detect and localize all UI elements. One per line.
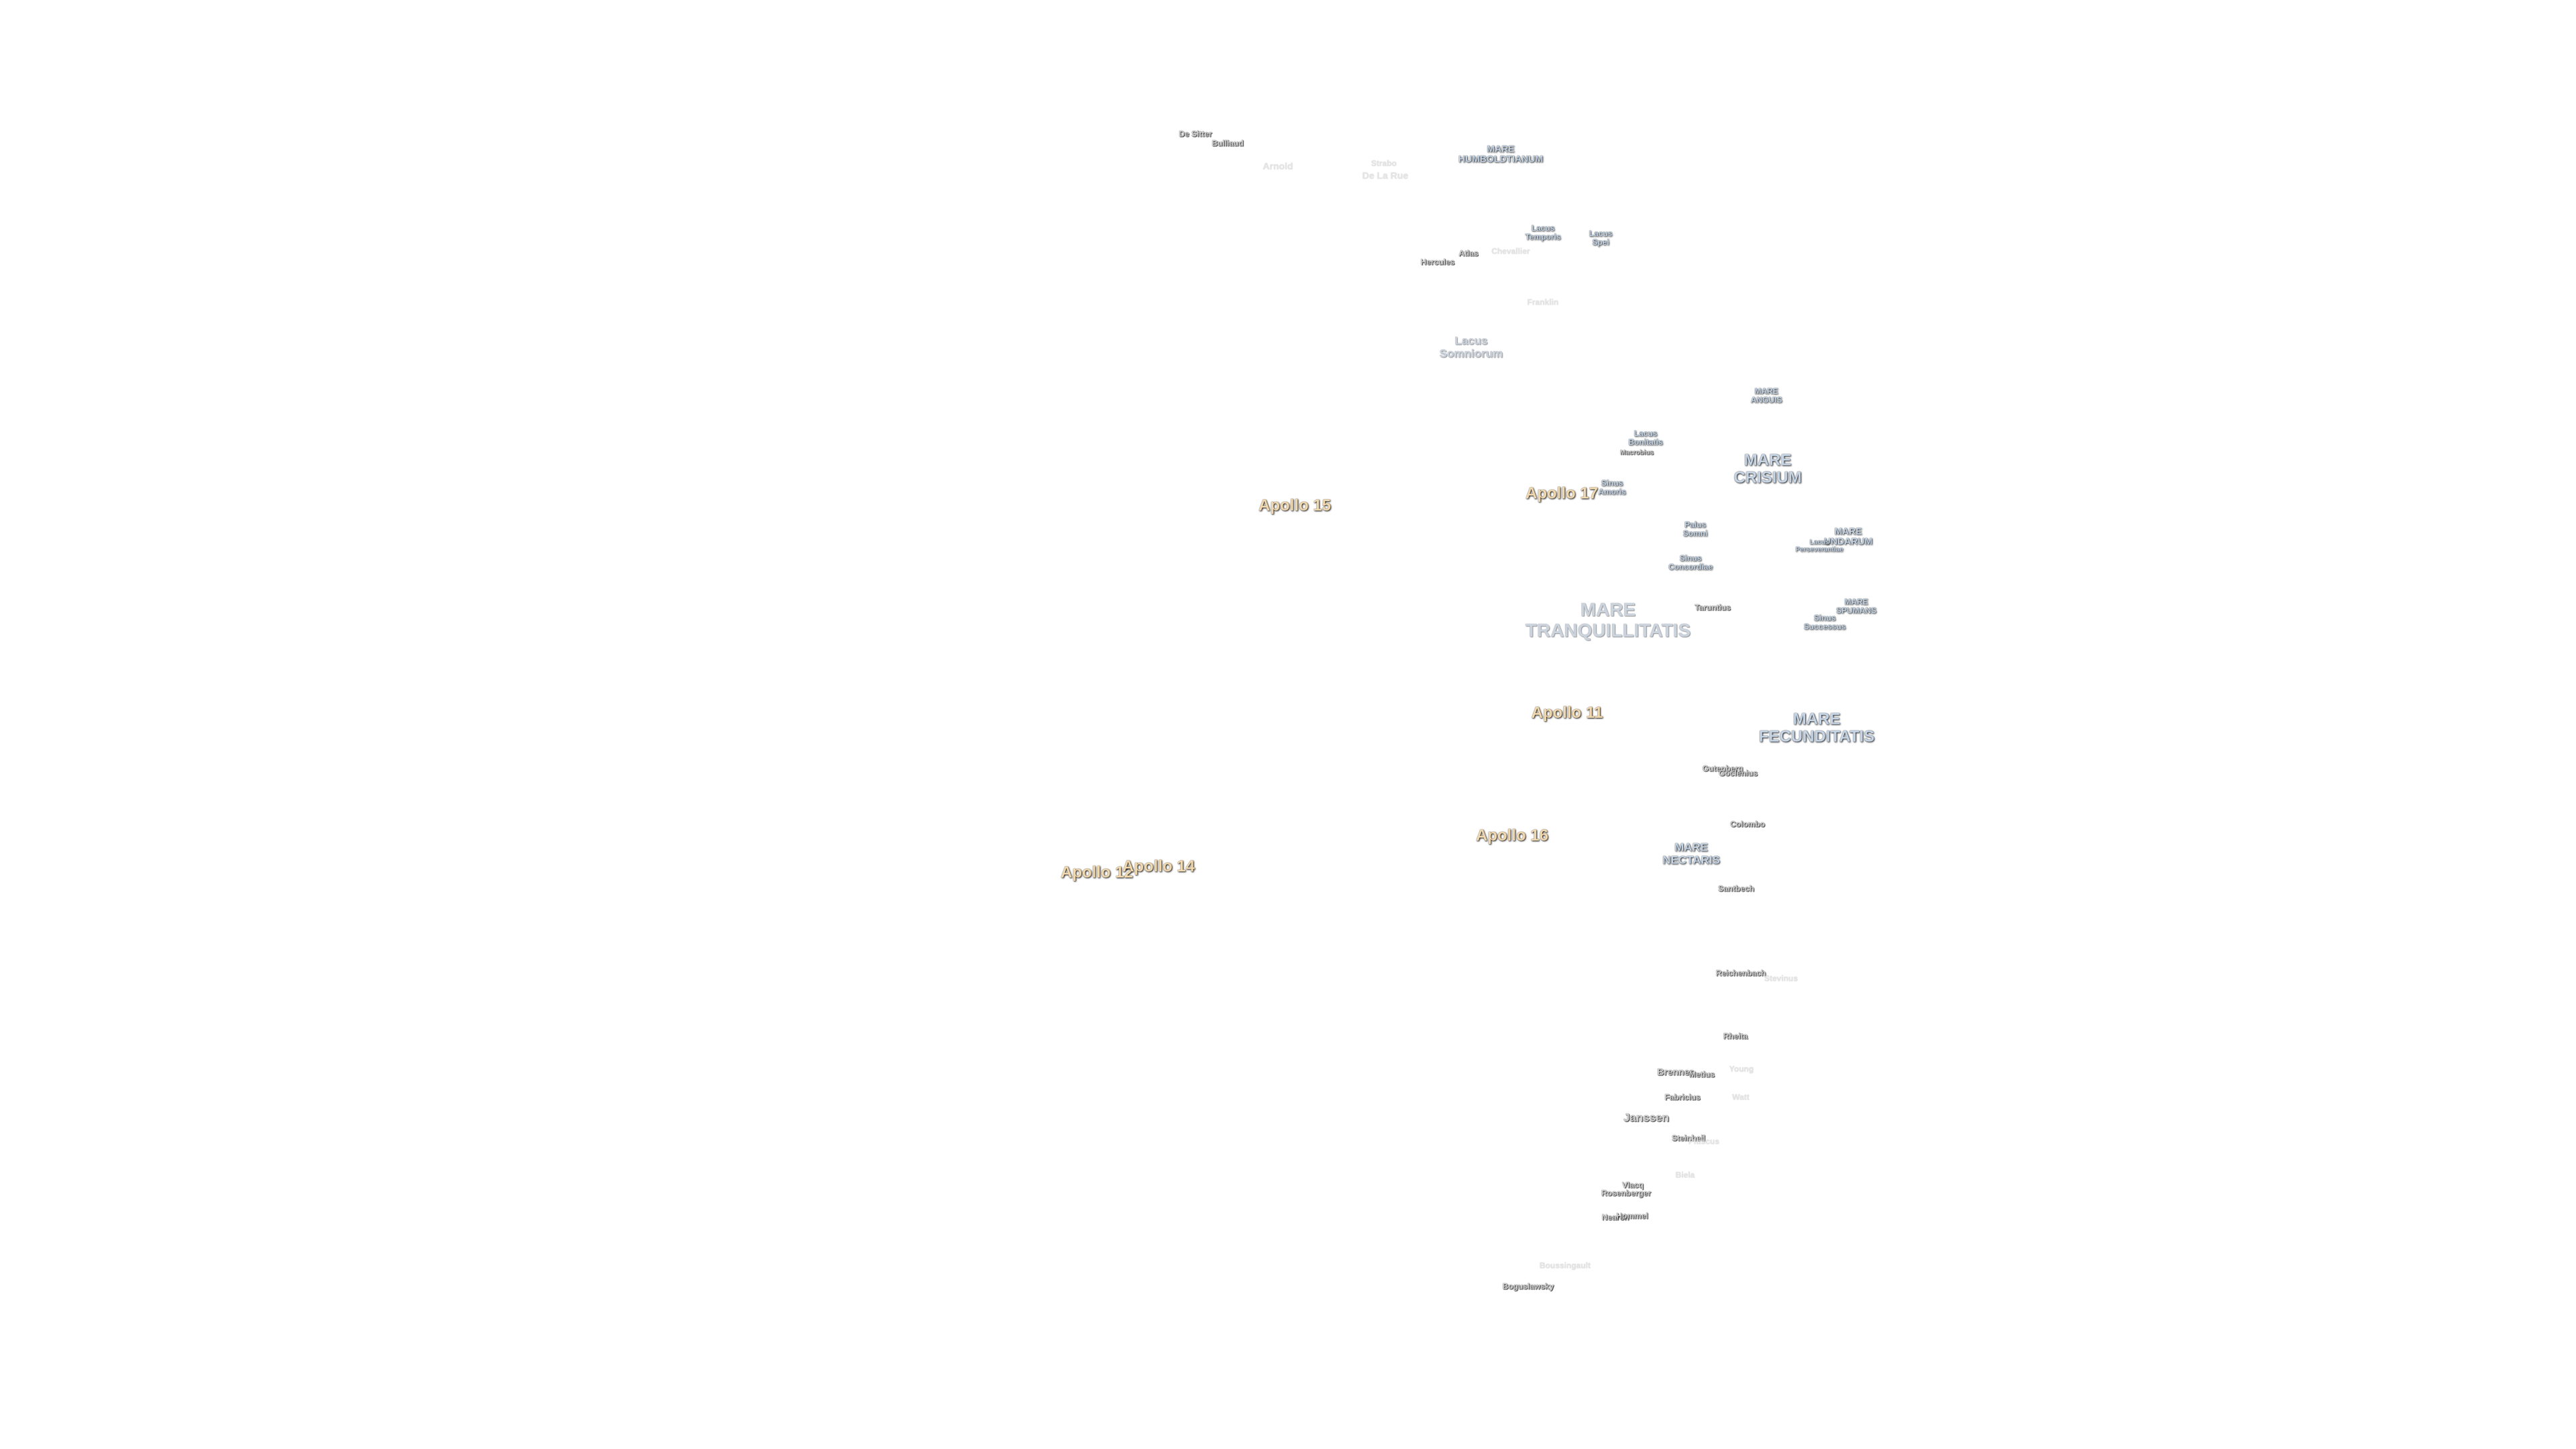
crater-young[interactable]: Young — [1729, 1064, 1754, 1074]
apollo-17-site[interactable]: Apollo 17 — [1525, 484, 1599, 502]
crater-arnold[interactable]: Arnold — [1263, 160, 1293, 172]
apollo-16-site[interactable]: Apollo 16 — [1475, 826, 1549, 845]
crater-taruntius[interactable]: Taruntius — [1695, 602, 1731, 612]
crater-boussingault[interactable]: Boussingault — [1539, 1260, 1591, 1271]
lacus-spei[interactable]: Lacus Spei — [1589, 228, 1613, 247]
lacus-bonitatis[interactable]: Lacus Bonitatis — [1628, 428, 1663, 447]
mare-humboldtianum[interactable]: MARE HUMBOLDTIANUM — [1458, 143, 1543, 164]
crater-reichenbach[interactable]: Reichenbach — [1715, 968, 1766, 978]
mare-fecunditatis[interactable]: MARE FECUNDITATIS — [1758, 710, 1875, 746]
crater-bullialdus[interactable]: Bulliaud — [1212, 138, 1244, 148]
crater-gutenberg[interactable]: Gutenberg — [1702, 763, 1743, 773]
crater-pitiscus[interactable]: Pitiscus — [1688, 1136, 1720, 1146]
crater-watt[interactable]: Watt — [1732, 1092, 1750, 1102]
crater-steinheil[interactable]: Steinheil — [1671, 1133, 1706, 1143]
lacus-temporis[interactable]: Lacus Temporis — [1525, 223, 1561, 241]
palus-somni[interactable]: Palus Somni — [1682, 519, 1708, 538]
mare-undarum[interactable]: MARE UNDARUM — [1823, 525, 1873, 547]
crater-macrobius[interactable]: Macrobius — [1619, 449, 1654, 457]
sinus-amoris[interactable]: Sinus Amoris — [1598, 478, 1626, 496]
crater-biela[interactable]: Biela — [1675, 1170, 1695, 1180]
sinus-concordiae[interactable]: Sinus Concordiae — [1668, 553, 1713, 572]
crater-hommel[interactable]: Hommel — [1616, 1211, 1648, 1221]
crater-stevinus[interactable]: Stevinus — [1764, 973, 1799, 983]
mare-nectaris[interactable]: MARE NECTARIS — [1662, 841, 1720, 866]
crater-boguslawsky[interactable]: Boguslawsky — [1502, 1281, 1554, 1291]
crater-rheita[interactable]: Rheita — [1723, 1031, 1748, 1041]
crater-chevallier[interactable]: Chevallier — [1491, 246, 1530, 256]
crater-brenner[interactable]: Brenner — [1657, 1066, 1693, 1077]
sinus-successus[interactable]: Sinus Successus — [1803, 612, 1846, 631]
crater-nearch[interactable]: Nearch — [1601, 1212, 1629, 1222]
crater-santbech[interactable]: Santbech — [1717, 883, 1755, 894]
crater-de-la-rue[interactable]: De La Rue — [1362, 170, 1409, 181]
lacus-perseverantiae[interactable]: Lacus Perseverantiae — [1795, 539, 1843, 553]
crater-hercules[interactable]: Hercules — [1420, 257, 1455, 267]
apollo-15-site[interactable]: Apollo 15 — [1258, 496, 1332, 515]
lacus-somniorum[interactable]: Lacus Somniorum — [1439, 334, 1503, 360]
mare-tranquillitatis[interactable]: MARE TRANQUILLITATIS — [1525, 599, 1691, 641]
crater-fabricius[interactable]: Fabricius — [1664, 1092, 1701, 1102]
mare-anguis[interactable]: MARE ANGUIS — [1750, 386, 1782, 405]
crater-colombo[interactable]: Colombo — [1730, 819, 1765, 829]
crater-goclenius[interactable]: Goclenius — [1718, 768, 1758, 778]
crater-rosenberger[interactable]: Rosenberger — [1601, 1188, 1652, 1198]
crater-strabo[interactable]: Strabo — [1371, 158, 1397, 168]
apollo-11-site[interactable]: Apollo 11 — [1531, 703, 1603, 722]
apollo-12-site[interactable]: Apollo 12 — [1060, 863, 1134, 881]
crater-metius[interactable]: Metius — [1688, 1069, 1715, 1079]
crater-franklin[interactable]: Franklin — [1527, 297, 1559, 307]
crater-atlas[interactable]: Atlas — [1458, 248, 1479, 258]
crater-janssen[interactable]: Janssen — [1623, 1111, 1670, 1124]
crater-vlacq[interactable]: Vlacq — [1621, 1180, 1644, 1190]
mare-crisium[interactable]: MARE CRISIUM — [1733, 451, 1802, 487]
crater-de-sitter[interactable]: De Sitter — [1179, 129, 1212, 139]
mare-spumans[interactable]: MARE SPUMANS — [1835, 596, 1877, 615]
apollo-14-site[interactable]: Apollo 14 — [1122, 857, 1195, 875]
